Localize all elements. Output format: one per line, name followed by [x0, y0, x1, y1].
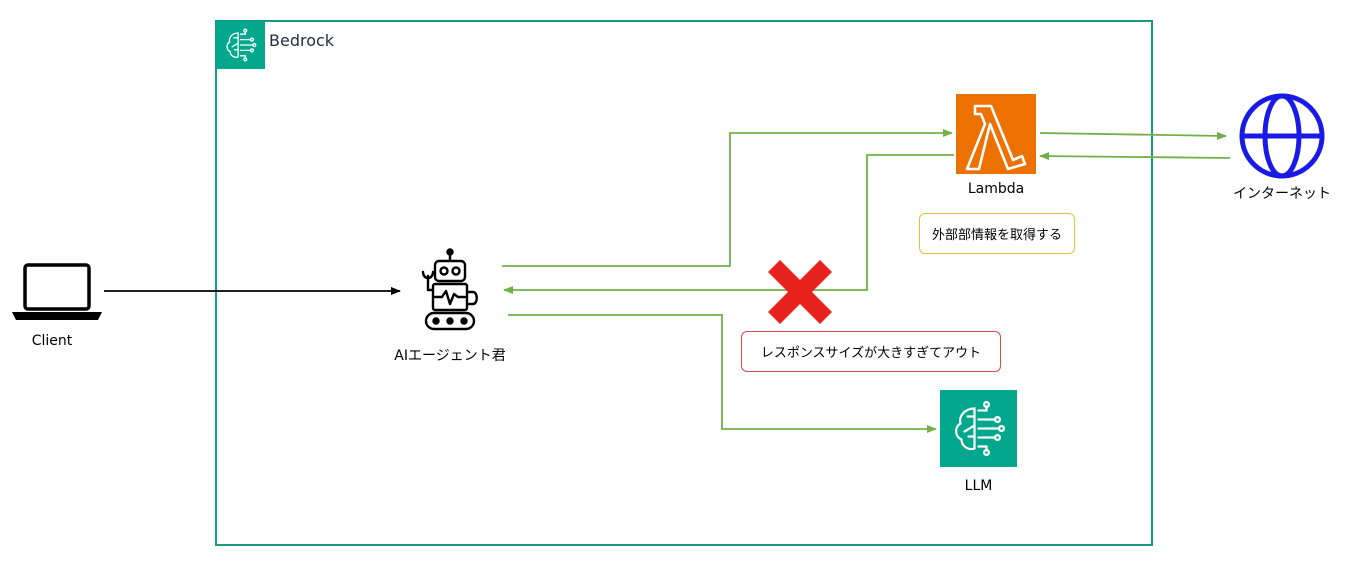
callout-fetch-info: 外部部情報を取得する: [919, 213, 1075, 254]
globe-icon: [1239, 93, 1325, 179]
bedrock-group-border: [215, 20, 1153, 546]
callout-response-too-large: レスポンスサイズが大きすぎてアウト: [741, 331, 1001, 372]
cross-icon: [768, 260, 832, 324]
edge-lambda-to-internet: [1039, 131, 1227, 140]
laptop-icon: [12, 263, 102, 320]
robot-icon: [421, 248, 478, 331]
bedrock-brain-icon: [216, 21, 265, 69]
lambda-icon: [956, 94, 1036, 174]
agent-label: AIエージェント君: [394, 348, 506, 364]
edge-lambda-to-agent: [503, 154, 954, 294]
llm-label: LLM: [964, 478, 993, 494]
client-label: Client: [31, 333, 73, 349]
edge-agent-to-lambda: [502, 129, 953, 267]
internet-label: インターネット: [1233, 186, 1331, 202]
edge-agent-to-llm: [508, 314, 937, 433]
group-label-bedrock: Bedrock: [269, 31, 335, 50]
lambda-label: Lambda: [967, 181, 1025, 197]
edge-internet-to-lambda: [1039, 152, 1231, 161]
bedrock-brain-icon: [940, 390, 1017, 467]
